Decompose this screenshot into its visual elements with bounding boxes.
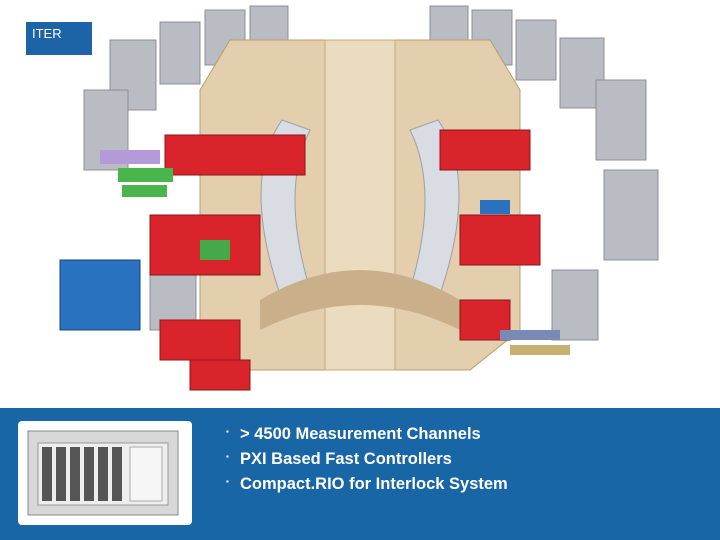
list-item: ▪ Compact.RIO for Interlock System xyxy=(226,472,508,497)
bottom-band: ▪ > 4500 Measurement Channels ▪ PXI Based … xyxy=(0,408,720,540)
iter-tag: ITER xyxy=(26,22,92,55)
bullet-icon: ▪ xyxy=(226,452,229,462)
instruments xyxy=(59,150,570,355)
pxi-chassis-photo xyxy=(18,421,192,525)
bullet-icon: ▪ xyxy=(226,427,229,437)
list-item: ▪ PXI Based Fast Controllers xyxy=(226,447,508,472)
central-structure xyxy=(199,39,521,371)
tokamak-illustration xyxy=(59,5,659,391)
bullet-text: PXI Based Fast Controllers xyxy=(240,449,452,468)
list-item: ▪ > 4500 Measurement Channels xyxy=(226,422,508,447)
bullet-text: Compact.RIO for Interlock System xyxy=(240,474,508,493)
diagnostic-ports xyxy=(149,129,541,391)
bullet-text: > 4500 Measurement Channels xyxy=(240,425,481,443)
bullet-icon: ▪ xyxy=(226,477,229,487)
feature-list: ▪ > 4500 Measurement Channels ▪ PXI Based … xyxy=(226,422,508,497)
